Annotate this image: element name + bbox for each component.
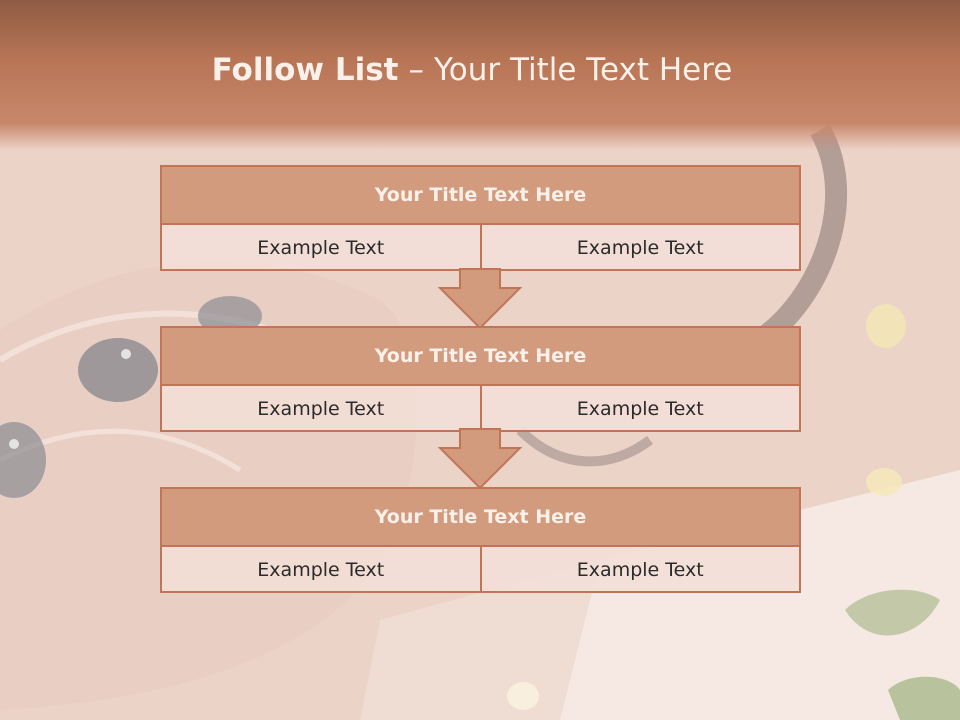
- list-block-title: Your Title Text Here: [162, 328, 799, 386]
- down-arrow-1: [438, 268, 522, 330]
- list-cell-left: Example Text: [257, 398, 385, 420]
- list-block-1: Your Title Text Here Example Text Exampl…: [160, 165, 801, 271]
- list-cell-right: Example Text: [479, 225, 800, 271]
- list-block-title: Your Title Text Here: [162, 489, 799, 547]
- list-cell-right: Example Text: [479, 547, 800, 593]
- list-block-3: Your Title Text Here Example Text Exampl…: [160, 487, 801, 593]
- list-cell-right: Example Text: [479, 386, 800, 432]
- list-block-row: Example Text Example Text: [162, 386, 799, 432]
- list-cell-left: Example Text: [257, 237, 385, 259]
- slide-title-dash: –: [408, 52, 424, 88]
- slide-title-rest: Your Title Text Here: [433, 52, 733, 88]
- list-block-2: Your Title Text Here Example Text Exampl…: [160, 326, 801, 432]
- slide-title: Follow List–Your Title Text Here: [0, 52, 944, 88]
- list-cell-left: Example Text: [257, 559, 385, 581]
- down-arrow-2: [438, 428, 522, 490]
- list-block-row: Example Text Example Text: [162, 547, 799, 593]
- list-block-title: Your Title Text Here: [162, 167, 799, 225]
- slide-title-bold: Follow List: [211, 52, 399, 88]
- title-bar: [0, 0, 960, 150]
- list-block-row: Example Text Example Text: [162, 225, 799, 271]
